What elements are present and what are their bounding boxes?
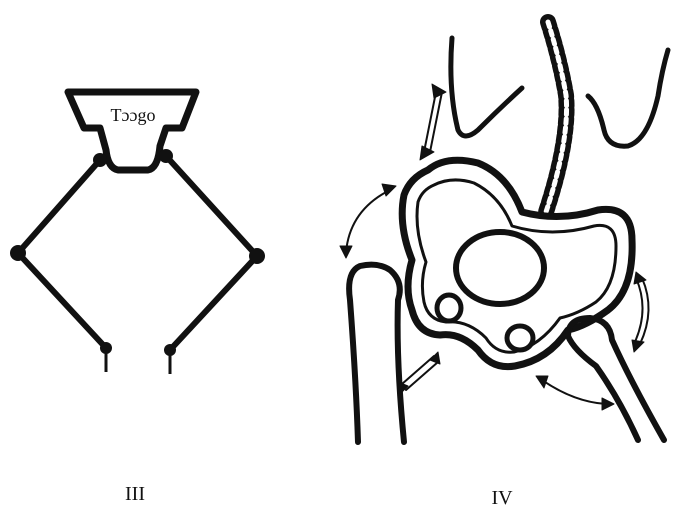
arrow-hip-left [346, 190, 390, 252]
left-ankle-joint [100, 342, 112, 354]
arrow-head-hip-right-bottom [632, 340, 644, 352]
arrow-head-thigh-left-top [430, 352, 440, 364]
arrow-head-waist-bottom [420, 146, 434, 160]
right-thigh-link [166, 156, 257, 256]
arrow-head-hip-left-bottom [340, 246, 352, 258]
left-torso-outline [451, 38, 522, 136]
right-shank-link [170, 256, 257, 350]
right-torso-outline [588, 50, 668, 146]
arrow-hip-right-inner [640, 278, 649, 344]
left-knee-joint [10, 245, 26, 261]
right-ankle-joint [164, 344, 176, 356]
left-thigh-link [18, 160, 100, 253]
right-hip-joint [159, 149, 173, 163]
pelvic-inlet [456, 232, 544, 304]
left-hip-joint [93, 153, 107, 167]
arrow-waist-left-inner [430, 92, 442, 152]
trunk-label: Tɔɔgo [111, 105, 156, 125]
left-foramen [437, 295, 461, 321]
figure-iii: Tɔɔgo [10, 92, 265, 374]
arrow-head-thigh-right-right [602, 398, 614, 410]
arrow-head-thigh-left-bottom [398, 382, 408, 394]
figure-label-iv: IV [491, 487, 513, 509]
trunk-block [68, 92, 196, 170]
arrow-thigh-right [542, 380, 606, 404]
right-foramen [507, 326, 533, 350]
figure-label-iii: III [125, 483, 145, 505]
right-knee-joint [249, 248, 265, 264]
left-femur [349, 265, 404, 442]
arrow-head-thigh-right-left [536, 376, 548, 388]
arrow-waist-left [424, 92, 436, 152]
left-shank-link [18, 253, 106, 348]
arrow-head-waist-top [432, 84, 446, 98]
pelvis-outer [402, 160, 632, 366]
figure-iv [340, 22, 668, 442]
arrow-hip-right [634, 278, 643, 344]
right-femur [568, 318, 664, 440]
